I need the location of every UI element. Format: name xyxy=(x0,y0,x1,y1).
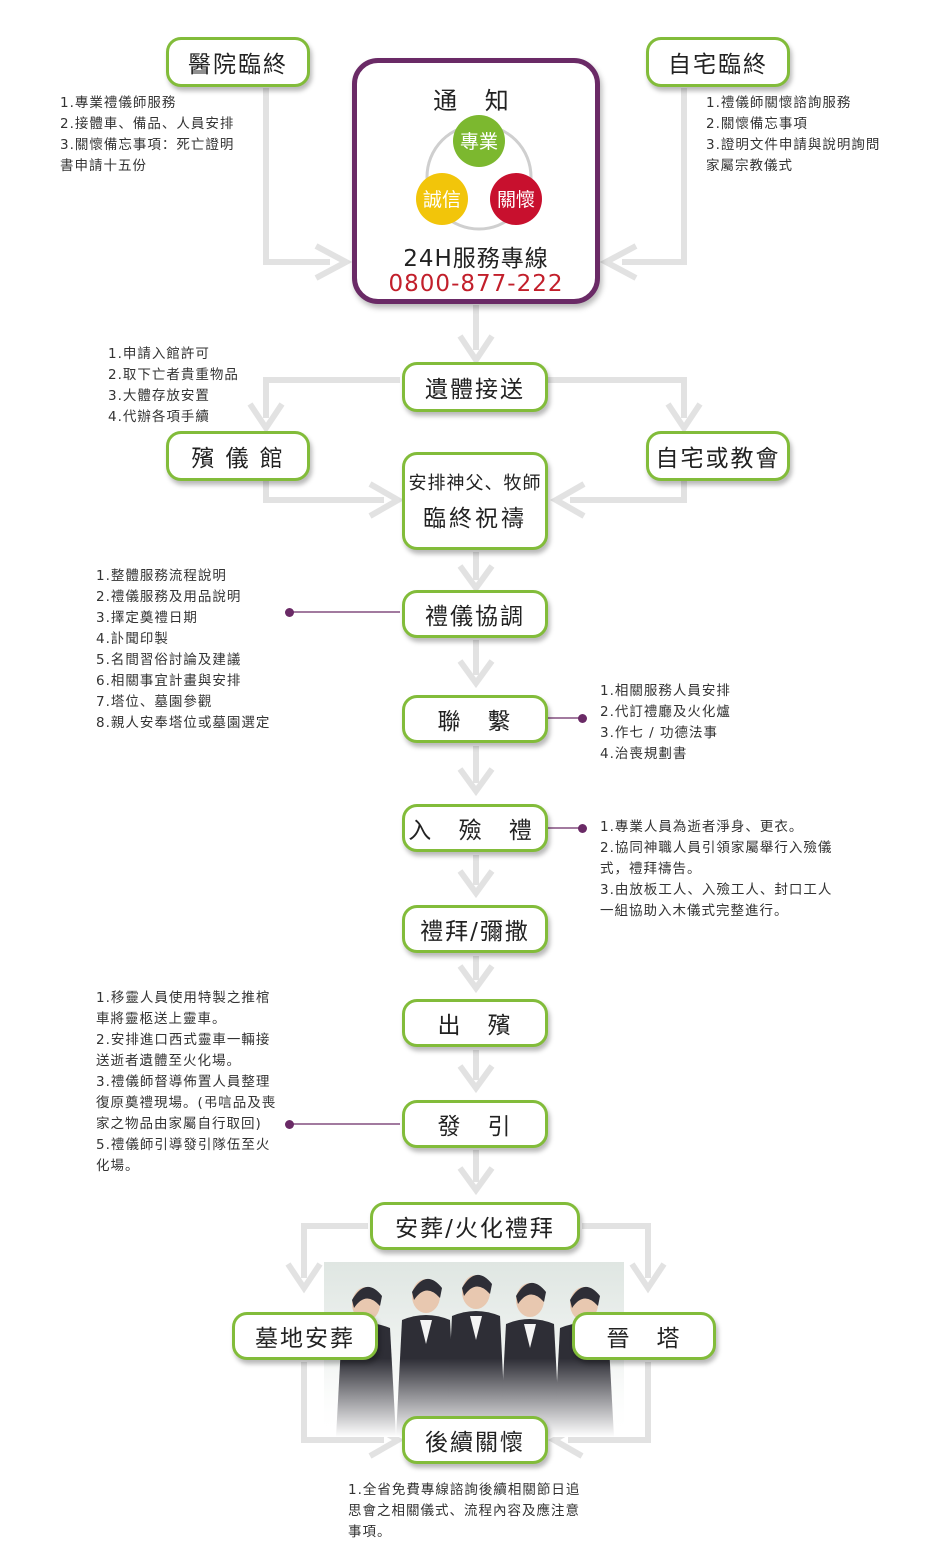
note-line: 3.證明文件申請與說明詢問 xyxy=(706,137,881,153)
note-line: 書申請十五份 xyxy=(60,158,147,174)
venn-label-professional: 專業 xyxy=(460,131,498,153)
node-worship-label: 禮拜/彌撒 xyxy=(420,919,530,945)
note-line: 1.專業人員為逝者淨身、更衣。 xyxy=(600,819,804,835)
node-burial-cremation: 安葬/火化禮拜 xyxy=(370,1202,580,1250)
node-transfer-label: 遺體接送 xyxy=(425,377,525,403)
note-line: 2.接體車、備品、人員安排 xyxy=(60,116,235,132)
node-funeral-home-label: 殯 儀 館 xyxy=(191,446,285,472)
notify-title: 通 知 xyxy=(433,87,519,115)
node-procession: 發 引 xyxy=(402,1100,548,1148)
note-line: 2.代訂禮廳及火化爐 xyxy=(600,704,731,720)
node-grave-label: 墓地安葬 xyxy=(255,1326,355,1352)
note-line: 5.名間習俗討論及建議 xyxy=(96,652,242,668)
node-departure: 出 殯 xyxy=(402,999,548,1047)
note-line: 2.取下亡者貴重物品 xyxy=(108,367,239,383)
note-followup: 1.全省免費專線諮詢後續相關節日追 思會之相關儀式、流程內容及應注意 事項。 xyxy=(348,1480,580,1543)
note-line: 1.相關服務人員安排 xyxy=(600,683,731,699)
note-line: 3.作七 / 功德法事 xyxy=(600,725,719,741)
note-line: 3.關懷備忘事項：死亡證明 xyxy=(60,137,235,153)
node-grave: 墓地安葬 xyxy=(232,1312,378,1360)
note-line: 送逝者遺體至火化場。 xyxy=(96,1053,241,1069)
note-coordination: 1.整體服務流程說明 2.禮儀服務及用品說明 3.擇定奠禮日期 4.訃聞印製 5… xyxy=(96,566,270,734)
note-home: 1.禮儀師關懷諮詢服務 2.關懷備忘事項 3.證明文件申請與說明詢問 家屬宗教儀… xyxy=(706,93,880,177)
node-coordination: 禮儀協調 xyxy=(402,590,548,638)
note-line: 1.移靈人員使用特製之推棺 xyxy=(96,990,271,1006)
connector-dot-coordination xyxy=(285,608,294,617)
note-line: 1.申請入館許可 xyxy=(108,346,210,362)
node-hospital-label: 醫院臨終 xyxy=(188,52,288,78)
note-line: 6.相關事宜計畫與安排 xyxy=(96,673,242,689)
venn-circle-care xyxy=(490,173,542,225)
note-line: 一組協助入木儀式完整進行。 xyxy=(600,903,789,919)
node-tower-label: 晉 塔 xyxy=(606,1326,682,1352)
note-line: 家屬宗教儀式 xyxy=(706,158,793,174)
note-procession: 1.移靈人員使用特製之推棺 車將靈柩送上靈車。 2.安排進口西式靈車一輛接 送逝… xyxy=(96,988,276,1177)
node-hospital: 醫院臨終 xyxy=(166,37,310,87)
note-line: 1.全省免費專線諮詢後續相關節日追 xyxy=(348,1482,581,1498)
note-line: 4.治喪規劃書 xyxy=(600,746,688,762)
values-venn-diagram: 專業 誠信 關懷 xyxy=(416,115,542,231)
note-line: 3.擇定奠禮日期 xyxy=(96,610,198,626)
connector-dot-encoffin xyxy=(578,824,587,833)
node-home-church-label: 自宅或教會 xyxy=(655,446,781,472)
node-procession-label: 發 引 xyxy=(437,1114,513,1140)
note-line: 車將靈柩送上靈車。 xyxy=(96,1011,227,1027)
note-line: 5.禮儀師引導發引隊伍至火 xyxy=(96,1137,271,1153)
note-line: 2.安排進口西式靈車一輛接 xyxy=(96,1032,271,1048)
venn-circle-integrity xyxy=(416,173,468,225)
note-transfer: 1.申請入館許可 2.取下亡者貴重物品 3.大體存放安置 4.代辦各項手續 xyxy=(108,344,239,428)
note-line: 3.禮儀師督導佈置人員整理 xyxy=(96,1074,271,1090)
node-home-label: 自宅臨終 xyxy=(668,52,768,78)
node-coordination-label: 禮儀協調 xyxy=(425,604,525,630)
note-line: 2.協同神職人員引領家屬舉行入殮儀 xyxy=(600,840,833,856)
note-encoffin: 1.專業人員為逝者淨身、更衣。 2.協同神職人員引領家屬舉行入殮儀 式，禮拜禱告… xyxy=(600,817,832,922)
note-line: 7.塔位、墓園參觀 xyxy=(96,694,213,710)
node-transfer: 遺體接送 xyxy=(402,362,548,412)
note-line: 4.代辦各項手續 xyxy=(108,409,210,425)
venn-circle-professional xyxy=(453,115,505,167)
node-tower: 晉 塔 xyxy=(572,1312,716,1360)
note-line: 3.由放板工人、入殮工人、封口工人 xyxy=(600,882,833,898)
node-home-church: 自宅或教會 xyxy=(646,431,790,481)
note-line: 4.訃聞印製 xyxy=(96,631,169,647)
connector-dot-procession xyxy=(285,1120,294,1129)
node-encoffin-label: 入 殮 禮 xyxy=(408,818,542,844)
note-line: 事項。 xyxy=(348,1524,392,1540)
note-line: 式，禮拜禱告。 xyxy=(600,861,702,877)
note-line: 3.大體存放安置 xyxy=(108,388,210,404)
hotline-number[interactable]: 0800-877-222 xyxy=(388,271,564,297)
node-encoffin: 入 殮 禮 xyxy=(402,804,548,852)
venn-label-integrity: 誠信 xyxy=(423,189,461,211)
venn-label-care: 關懷 xyxy=(497,189,535,211)
notify-box: 通 知 專業 誠信 關懷 24H服務專線 0800-877-222 xyxy=(352,58,600,304)
note-line: 家之物品由家屬自行取回) xyxy=(96,1116,262,1132)
hotline-label: 24H服務專線 xyxy=(403,246,549,272)
node-worship: 禮拜/彌撒 xyxy=(402,905,548,953)
note-line: 8.親人安奉塔位或墓園選定 xyxy=(96,715,271,731)
node-contact-label: 聯 繫 xyxy=(437,709,513,735)
note-line: 2.禮儀服務及用品說明 xyxy=(96,589,242,605)
node-followup: 後續關懷 xyxy=(402,1416,548,1464)
node-burial-cremation-label: 安葬/火化禮拜 xyxy=(395,1216,555,1242)
node-prayer-line2: 臨終祝禱 xyxy=(423,506,527,532)
note-line: 2.關懷備忘事項 xyxy=(706,116,808,132)
node-prayer: 安排神父、牧師 臨終祝禱 xyxy=(402,452,548,550)
note-line: 復原奠禮現場。(弔唁品及喪 xyxy=(96,1095,277,1111)
node-home: 自宅臨終 xyxy=(646,37,790,87)
node-departure-label: 出 殯 xyxy=(437,1013,513,1039)
note-line: 思會之相關儀式、流程內容及應注意 xyxy=(348,1503,580,1519)
node-contact: 聯 繫 xyxy=(402,695,548,743)
note-line: 1.專業禮儀師服務 xyxy=(60,95,177,111)
note-line: 化場。 xyxy=(96,1158,140,1174)
note-line: 1.整體服務流程說明 xyxy=(96,568,227,584)
note-hospital: 1.專業禮儀師服務 2.接體車、備品、人員安排 3.關懷備忘事項：死亡證明 書申… xyxy=(60,93,234,177)
node-followup-label: 後續關懷 xyxy=(425,1430,525,1456)
node-funeral-home: 殯 儀 館 xyxy=(166,431,310,481)
note-contact: 1.相關服務人員安排 2.代訂禮廳及火化爐 3.作七 / 功德法事 4.治喪規劃… xyxy=(600,681,731,765)
connector-dot-contact xyxy=(578,714,587,723)
node-prayer-line1: 安排神父、牧師 xyxy=(408,473,542,494)
note-line: 1.禮儀師關懷諮詢服務 xyxy=(706,95,852,111)
